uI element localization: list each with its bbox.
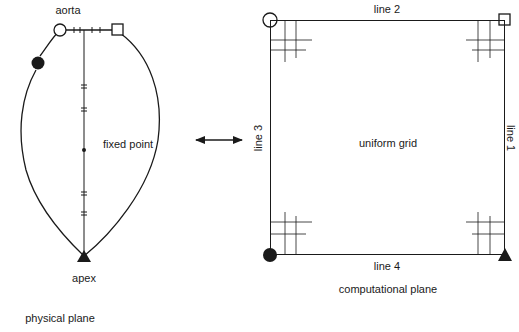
anatomy-label: apex [72, 272, 96, 284]
node-label: fixed point [102, 138, 154, 150]
boundary-label: line 4 [374, 260, 400, 272]
plane-caption: computational plane [339, 283, 437, 295]
axis-ticks [81, 85, 87, 215]
corner-grid [270, 20, 505, 255]
fixed-point-dot [82, 148, 86, 152]
anatomy-label: aorta [55, 4, 80, 16]
square-marker [112, 24, 123, 35]
plane-caption: physical plane [25, 312, 95, 324]
computational-rect: uniform gridcomputational plane [270, 20, 505, 255]
axis-line [84, 30, 85, 254]
double-arrow [196, 139, 242, 140]
filled-circle-marker [32, 57, 45, 70]
triangle-marker [77, 250, 91, 262]
boundary-label: line 1 [505, 125, 517, 151]
open-circle-marker [54, 24, 66, 36]
aorta-line [65, 29, 112, 30]
aorta-ticks [74, 27, 100, 33]
boundary-label: line 2 [374, 3, 400, 15]
ventricle-region: fixed pointphysical plane [10, 20, 180, 265]
node-label: uniform grid [359, 137, 417, 149]
ventricle-outline [21, 30, 159, 256]
boundary-label: line 3 [252, 125, 264, 151]
